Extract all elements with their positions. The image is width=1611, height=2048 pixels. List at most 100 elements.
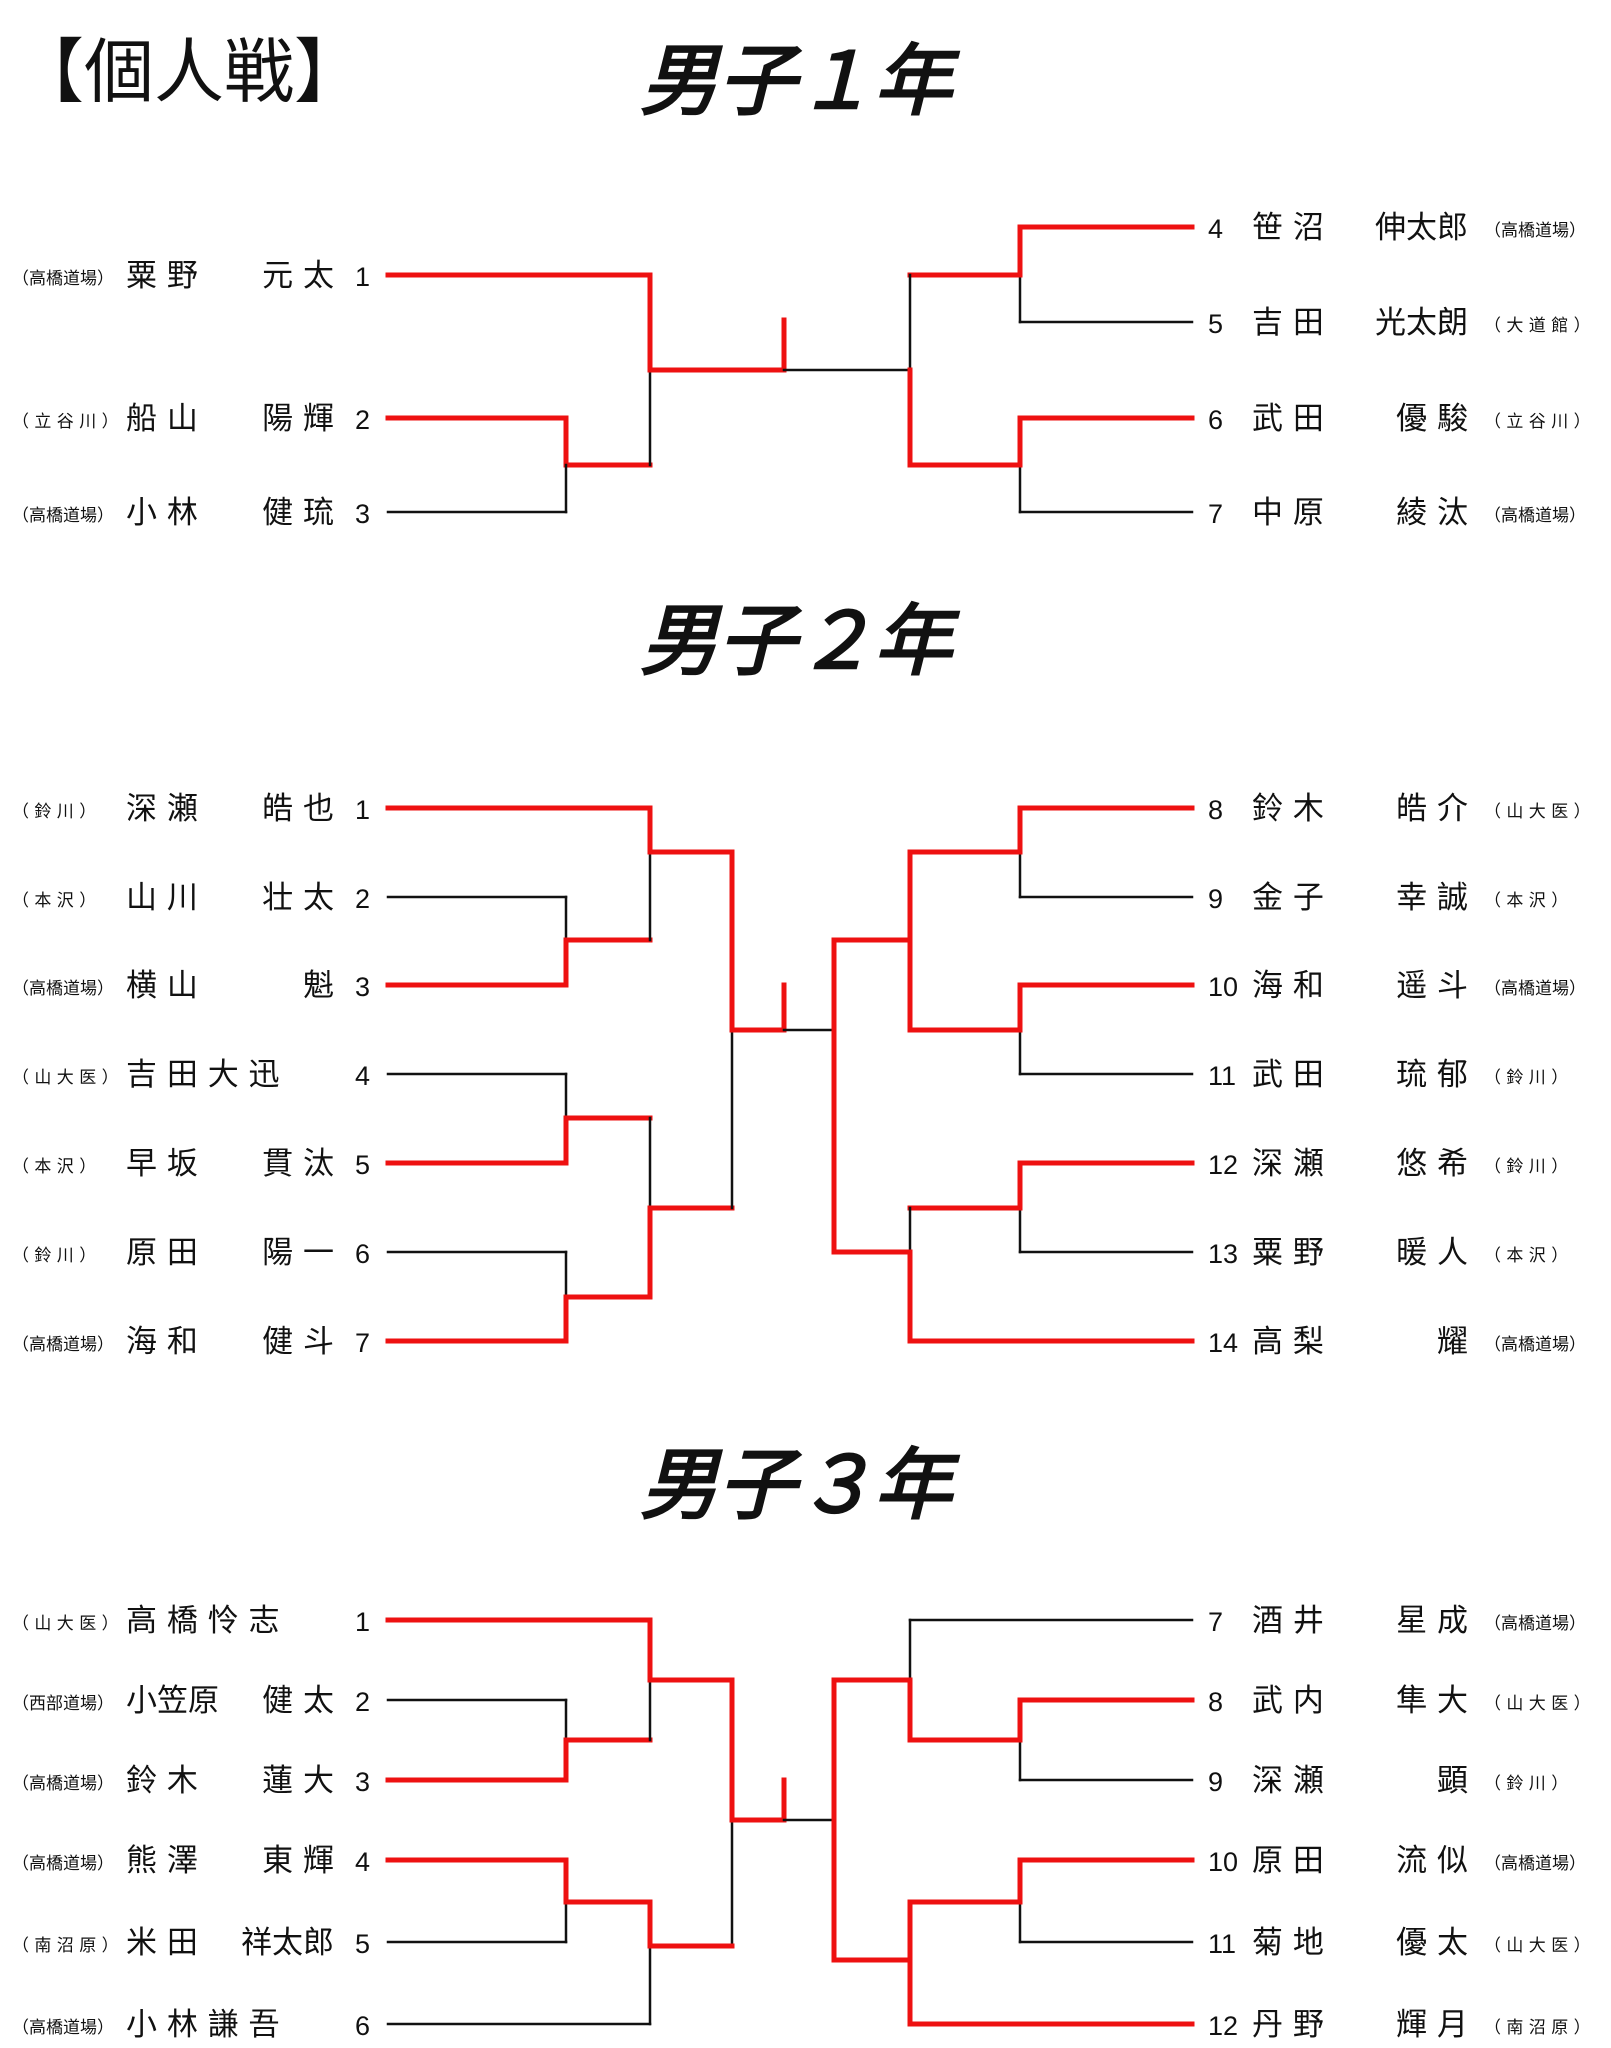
player-club: （ 鈴 川 ）	[12, 802, 96, 822]
player-family-name: 笹 沼	[1252, 210, 1324, 246]
player-family-name: 金 子	[1252, 880, 1324, 916]
seed-number: 6	[355, 2011, 370, 2041]
player-given-name: 壮 太	[262, 880, 334, 916]
player-family-name: 米 田	[126, 1925, 198, 1961]
player-club: （ 鈴 川 ）	[1484, 1157, 1568, 1177]
player-family-name: 鈴 木	[126, 1763, 198, 1799]
player-family-name: 深 瀬	[1252, 1146, 1324, 1182]
player-club: （ 鈴 川 ）	[1484, 1068, 1568, 1088]
seed-number: 7	[1208, 1607, 1223, 1637]
player-family-name: 原 田	[126, 1235, 198, 1271]
player-club: （ 本 沢 ）	[1484, 1246, 1568, 1266]
player-family-name: 船 山	[126, 401, 198, 437]
player-club: （高橋道場）	[1484, 221, 1586, 241]
seed-number: 13	[1208, 1239, 1238, 1269]
seed-number: 3	[355, 972, 370, 1002]
seed-number: 5	[1208, 309, 1223, 339]
player-entry-right: 11 菊 地 優 太 （ 山 大 医 ）	[1208, 1925, 1591, 1961]
player-entry-right: 7 酒 井 星 成 （高橋道場）	[1208, 1603, 1586, 1639]
seed-number: 10	[1208, 972, 1238, 1002]
player-family-name: 原 田	[1252, 1843, 1324, 1879]
player-given-name: 顕	[1437, 1763, 1468, 1799]
player-club: （ 山 大 医 ）	[1484, 1936, 1591, 1956]
player-family-name: 吉 田 大 迅	[126, 1057, 280, 1093]
page-header: 【個人戦】	[14, 31, 364, 113]
player-club: （ 鈴 川 ）	[1484, 1774, 1568, 1794]
seed-number: 9	[1208, 884, 1223, 914]
player-club: （ 山 大 医 ）	[1484, 802, 1591, 822]
player-family-name: 小 林	[126, 495, 198, 531]
seed-number: 3	[355, 1767, 370, 1797]
seed-number: 5	[355, 1150, 370, 1180]
player-entry-right: 9 深 瀬 顕 （ 鈴 川 ）	[1208, 1763, 1568, 1799]
seed-number: 8	[1208, 795, 1223, 825]
player-family-name: 深 瀬	[1252, 1763, 1324, 1799]
player-club: （ 山 大 医 ）	[12, 1068, 119, 1088]
player-entry-right: 10 原 田 流 似 （高橋道場）	[1208, 1843, 1586, 1879]
seed-number: 8	[1208, 1687, 1223, 1717]
seed-number: 1	[355, 795, 370, 825]
player-club: （ 大 道 館 ）	[1484, 316, 1591, 336]
player-club: （高橋道場）	[1484, 1614, 1586, 1634]
player-given-name: 耀	[1437, 1324, 1468, 1360]
seed-number: 7	[355, 1328, 370, 1358]
player-given-name: 健 琉	[262, 495, 334, 531]
seed-number: 10	[1208, 1847, 1238, 1877]
player-club: （ 立 谷 川 ）	[1484, 412, 1591, 432]
player-club: （高橋道場）	[1484, 506, 1586, 526]
seed-number: 11	[1208, 1061, 1236, 1091]
player-club: （ 山 大 医 ）	[12, 1614, 119, 1634]
section-title: 男子２年	[640, 597, 961, 687]
seed-number: 1	[355, 262, 370, 292]
player-given-name: 幸 誠	[1396, 880, 1468, 916]
player-club: （高橋道場）	[12, 979, 114, 999]
player-given-name: 優 太	[1396, 1925, 1468, 1961]
seed-number: 11	[1208, 1929, 1236, 1959]
player-given-name: 貫 汰	[262, 1146, 334, 1182]
player-given-name: 星 成	[1396, 1603, 1468, 1639]
player-given-name: 祥太郎	[241, 1925, 334, 1961]
player-family-name: 菊 地	[1252, 1925, 1324, 1961]
player-club: （高橋道場）	[1484, 979, 1586, 999]
player-club: （ 本 沢 ）	[1484, 891, 1568, 911]
player-family-name: 熊 澤	[126, 1843, 198, 1879]
player-given-name: 悠 希	[1396, 1146, 1468, 1182]
seed-number: 2	[355, 1687, 370, 1717]
seed-number: 6	[355, 1239, 370, 1269]
player-club: （ 山 大 医 ）	[1484, 1694, 1591, 1714]
seed-number: 2	[355, 405, 370, 435]
seed-number: 9	[1208, 1767, 1223, 1797]
seed-number: 1	[355, 1607, 370, 1637]
player-given-name: 流 似	[1396, 1843, 1468, 1879]
player-given-name: 元 太	[262, 258, 334, 294]
player-given-name: 皓 也	[262, 791, 334, 827]
player-family-name: 酒 井	[1252, 1603, 1324, 1639]
player-entry-right: 9 金 子 幸 誠 （ 本 沢 ）	[1208, 880, 1568, 916]
player-family-name: 粟 野	[1252, 1235, 1324, 1271]
player-family-name: 海 和	[126, 1324, 198, 1360]
player-given-name: 光太朗	[1375, 305, 1468, 341]
player-club: （高橋道場）	[1484, 1854, 1586, 1874]
player-family-name: 海 和	[1252, 968, 1324, 1004]
seed-number: 2	[355, 884, 370, 914]
